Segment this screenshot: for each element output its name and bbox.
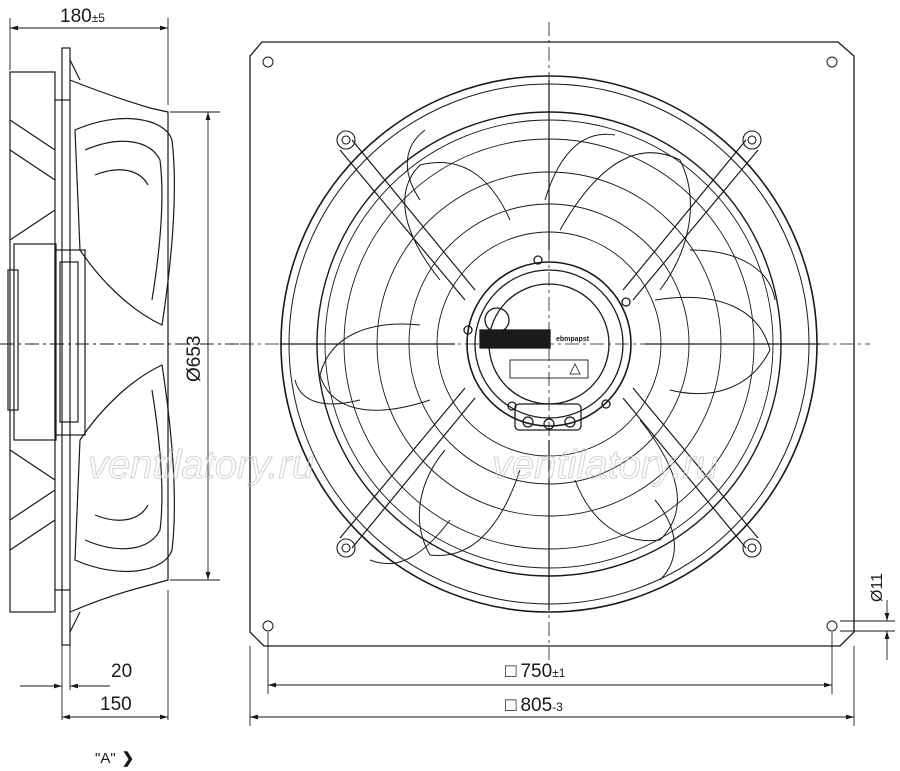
view-marker-arrow: ❯	[122, 750, 135, 767]
dim-depth: 180	[60, 6, 92, 27]
side-blade-upper	[74, 118, 175, 326]
cable-channel	[479, 329, 551, 349]
watermark-left: ventilatory.ru	[88, 443, 314, 487]
svg-text:□750±1: □750±1	[505, 661, 566, 682]
front-dimensions	[249, 600, 895, 726]
terminal-box	[514, 403, 582, 431]
brand-label: ebmpapst	[556, 336, 590, 343]
svg-text:□805-3: □805-3	[505, 695, 563, 716]
mounting-plate	[249, 41, 855, 647]
dim-hole: Ø11	[869, 573, 886, 602]
side-flange	[61, 47, 71, 646]
side-dimensions	[0, 18, 250, 720]
dim-flange-thickness: 20	[111, 661, 132, 682]
side-view	[7, 47, 175, 646]
dim-diameter: Ø653	[184, 336, 205, 382]
side-blade-lower	[74, 364, 175, 572]
side-hub	[54, 249, 86, 436]
svg-text:180±5: 180±5	[60, 6, 105, 27]
dim-plate-size: 805	[520, 695, 552, 716]
watermark-right: ventilatory.ru	[492, 443, 718, 487]
center-lines	[240, 22, 870, 660]
side-motor	[9, 71, 56, 613]
dim-motor-depth: 150	[100, 694, 132, 715]
svg-text:"A"❯: "A" ❯	[95, 750, 134, 767]
dim-plate-size-prefix: □	[505, 695, 517, 716]
dim-hole-spacing-prefix: □	[505, 661, 517, 682]
dim-depth-tol: ±5	[92, 11, 106, 25]
dim-hole-spacing-tol: ±1	[552, 666, 566, 680]
view-marker-label: "A"	[95, 750, 116, 767]
mounting-holes	[262, 56, 838, 632]
motor-screw	[533, 255, 543, 265]
side-inlet-ring	[69, 79, 169, 613]
dim-hole-spacing: 750	[520, 661, 552, 682]
dim-plate-size-tol: -3	[552, 700, 563, 714]
cable-gland	[484, 307, 510, 333]
impeller-blades	[294, 129, 776, 581]
arm-mounts	[336, 130, 762, 558]
